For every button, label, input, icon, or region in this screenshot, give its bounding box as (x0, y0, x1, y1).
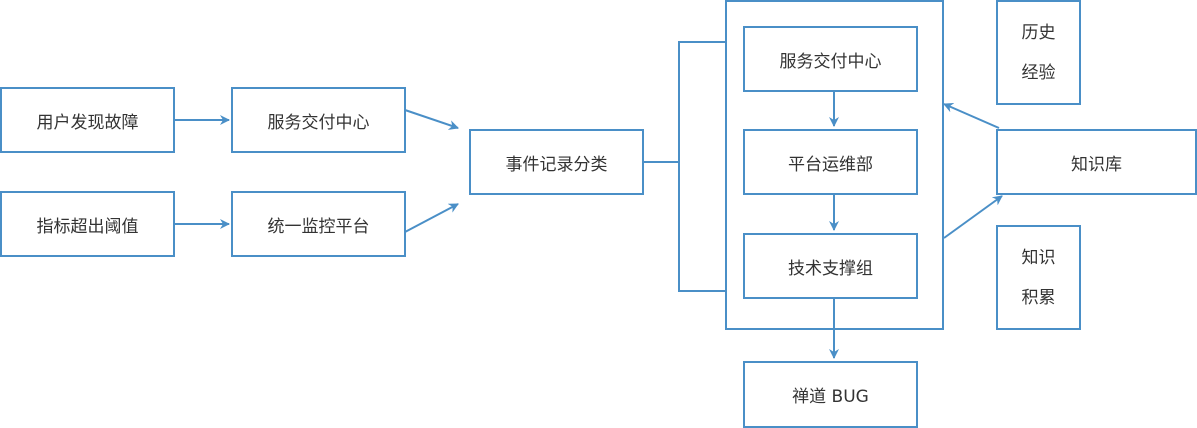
handling-group (725, 0, 944, 330)
node-tech-support: 技术支撑组 (743, 233, 918, 299)
node-zentao-bug: 禅道 BUG (743, 361, 918, 428)
arrow-service-to-event (404, 109, 459, 130)
arrow-kb-to-container (943, 103, 1000, 129)
accum-line-1: 知识 (1021, 247, 1056, 268)
arrow-monitor-to-event (404, 203, 459, 233)
history-line-2: 经验 (1021, 62, 1056, 83)
node-service-center: 服务交付中心 (231, 87, 406, 153)
node-threshold: 指标超出阈值 (0, 191, 175, 257)
accum-line-2: 积累 (1021, 287, 1056, 308)
node-monitor-platform: 统一监控平台 (231, 191, 406, 257)
bracket-vertical (678, 41, 726, 292)
node-knowledge-base: 知识库 (996, 129, 1197, 195)
node-user-found: 用户发现故障 (0, 87, 175, 153)
node-event-record: 事件记录分类 (469, 129, 644, 195)
node-platform-ops: 平台运维部 (743, 129, 918, 195)
node-service-center-inner: 服务交付中心 (743, 26, 918, 92)
node-knowledge-accumulation: 知识 积累 (996, 225, 1081, 330)
arrow-container-to-kb (943, 195, 1003, 239)
node-history-experience: 历史 经验 (996, 0, 1081, 105)
history-line-1: 历史 (1021, 22, 1056, 43)
